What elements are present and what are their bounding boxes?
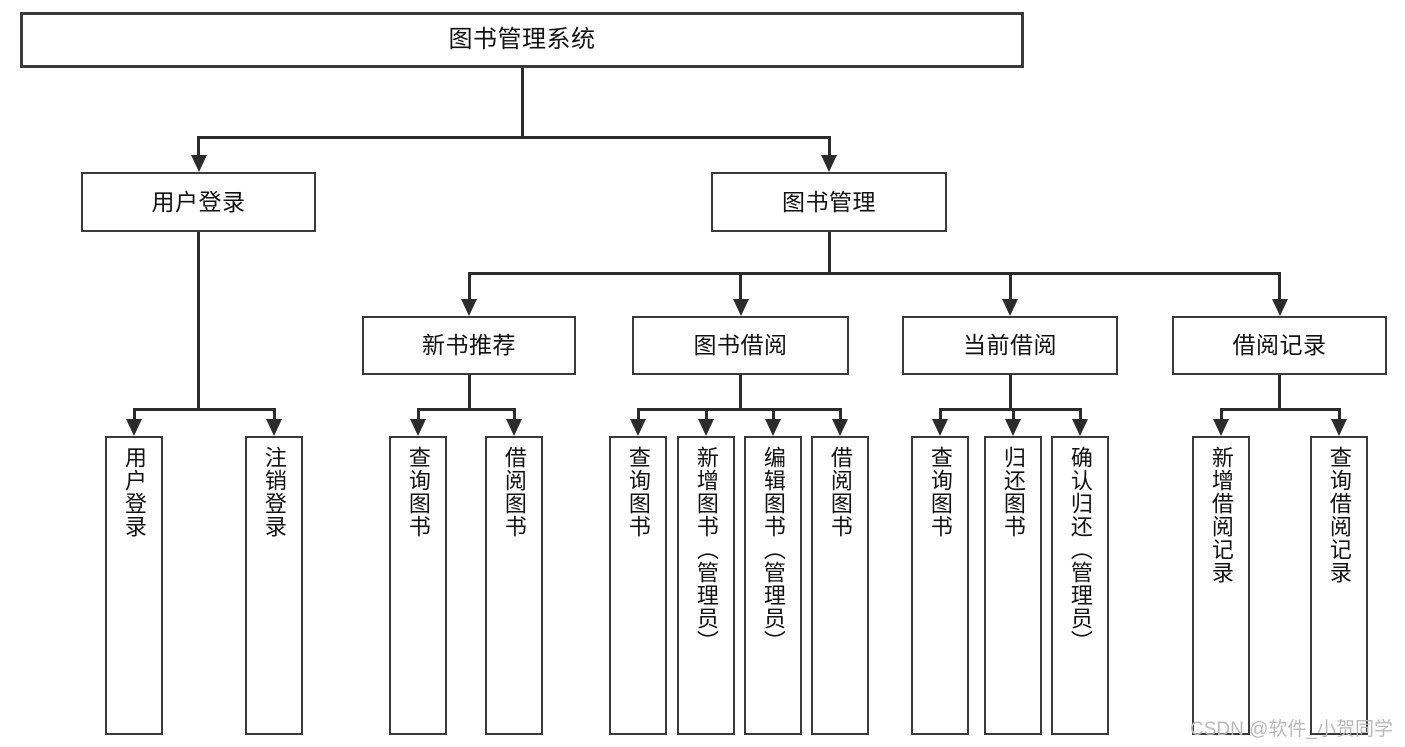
connector-arrowhead — [1331, 419, 1347, 436]
node-leaf-user-login[interactable]: 用户登录 — [105, 436, 163, 735]
connector-line-horizontal — [197, 136, 831, 139]
connector-line-vertical — [520, 68, 524, 136]
connector-line-vertical — [1008, 375, 1012, 408]
connector-arrowhead — [190, 155, 207, 172]
connector-line-vertical — [704, 408, 708, 419]
node-label: 当前借阅 — [963, 332, 1057, 359]
node-leaf-edit-book[interactable]: 编辑图书（管理员） — [744, 436, 802, 735]
connector-arrowhead — [1271, 299, 1288, 316]
node-label: 图书管理 — [782, 188, 876, 215]
node-leaf-return-book[interactable]: 归还图书 — [984, 436, 1042, 735]
node-label: 借阅图书 — [501, 446, 527, 538]
node-root-book-management-system[interactable]: 图书管理系统 — [20, 12, 1024, 68]
connector-line-horizontal — [132, 408, 276, 411]
connector-arrowhead — [932, 419, 948, 436]
node-label: 用户登录 — [151, 188, 246, 215]
node-borrow-record[interactable]: 借阅记录 — [1172, 316, 1387, 375]
connector-arrowhead — [732, 299, 749, 316]
node-label: 借阅记录 — [1232, 332, 1327, 359]
node-label: 用户登录 — [121, 446, 147, 538]
connector-line-vertical — [739, 375, 742, 408]
node-leaf-query-record[interactable]: 查询借阅记录 — [1310, 436, 1368, 735]
node-label: 归还图书 — [1000, 446, 1026, 538]
node-leaf-query-book-2[interactable]: 查询图书 — [609, 436, 667, 735]
node-label: 新书推荐 — [422, 332, 516, 359]
node-label: 查询借阅记录 — [1326, 446, 1352, 584]
connector-line-vertical — [467, 272, 471, 299]
connector-arrowhead — [1072, 419, 1088, 436]
node-current-borrow[interactable]: 当前借阅 — [902, 316, 1118, 375]
node-label: 注销登录 — [261, 446, 287, 538]
node-label: 编辑图书（管理员） — [760, 446, 786, 653]
node-label: 确认归还（管理员） — [1067, 446, 1093, 653]
connector-arrowhead — [832, 419, 848, 436]
connector-line-vertical — [1278, 375, 1281, 408]
connector-line-horizontal — [467, 272, 1281, 275]
node-label: 查询图书 — [625, 446, 651, 538]
node-new-book-rec[interactable]: 新书推荐 — [362, 316, 576, 375]
node-label: 新增借阅记录 — [1208, 446, 1234, 584]
connector-line-vertical — [1337, 408, 1341, 419]
connector-line-horizontal — [938, 408, 1082, 411]
connector-line-vertical — [132, 408, 136, 419]
node-label: 查询图书 — [927, 446, 953, 538]
connector-line-vertical — [467, 375, 471, 408]
connector-line-horizontal — [416, 408, 516, 411]
connector-arrowhead — [461, 299, 477, 316]
csdn-watermark: CSDN @软件_小贺同学 — [1190, 719, 1393, 740]
connector-line-horizontal — [1219, 408, 1341, 411]
connector-line-vertical — [1008, 272, 1012, 299]
connector-arrowhead — [630, 419, 646, 436]
node-leaf-query-book-1[interactable]: 查询图书 — [389, 436, 447, 735]
connector-line-vertical — [1278, 272, 1281, 299]
connector-line-horizontal — [636, 408, 842, 411]
connector-line-vertical — [838, 408, 842, 419]
node-leaf-user-logout[interactable]: 注销登录 — [245, 436, 303, 735]
connector-arrowhead — [1002, 299, 1018, 316]
connector-line-vertical — [1078, 408, 1082, 419]
connector-line-vertical — [1011, 408, 1015, 419]
connector-arrowhead — [1005, 419, 1021, 436]
connector-line-vertical — [416, 408, 420, 419]
node-label: 查询图书 — [405, 446, 431, 538]
connector-line-vertical — [197, 232, 200, 408]
node-book-borrow[interactable]: 图书借阅 — [632, 316, 849, 375]
connector-arrowhead — [266, 419, 282, 436]
connector-line-vertical — [938, 408, 942, 419]
node-label: 新增图书（管理员） — [693, 446, 719, 653]
connector-arrowhead — [765, 419, 781, 436]
node-user-login[interactable]: 用户登录 — [81, 172, 316, 232]
node-leaf-confirm-return[interactable]: 确认归还（管理员） — [1051, 436, 1109, 735]
connector-arrowhead — [410, 419, 426, 436]
connector-line-vertical — [827, 232, 831, 272]
node-leaf-borrow-book-1[interactable]: 借阅图书 — [485, 436, 543, 735]
connector-line-vertical — [636, 408, 640, 419]
connector-arrowhead — [1213, 419, 1229, 436]
connector-line-vertical — [272, 408, 276, 419]
node-book-manage[interactable]: 图书管理 — [711, 172, 947, 232]
node-label: 借阅图书 — [827, 446, 853, 538]
connector-arrowhead — [698, 419, 714, 436]
node-leaf-add-book[interactable]: 新增图书（管理员） — [677, 436, 735, 735]
node-label: 图书管理系统 — [448, 26, 596, 53]
connector-arrowhead — [821, 155, 837, 172]
node-leaf-query-book-3[interactable]: 查询图书 — [911, 436, 969, 735]
connector-line-vertical — [197, 136, 200, 155]
node-leaf-add-record[interactable]: 新增借阅记录 — [1192, 436, 1250, 735]
node-label: 图书借阅 — [693, 332, 788, 359]
connector-arrowhead — [126, 419, 142, 436]
connector-arrowhead — [506, 419, 522, 436]
connector-line-vertical — [771, 408, 775, 419]
connector-line-vertical — [827, 136, 831, 155]
connector-line-vertical — [739, 272, 742, 299]
connector-line-vertical — [512, 408, 516, 419]
connector-line-vertical — [1219, 408, 1223, 419]
node-leaf-borrow-book-2[interactable]: 借阅图书 — [811, 436, 869, 735]
